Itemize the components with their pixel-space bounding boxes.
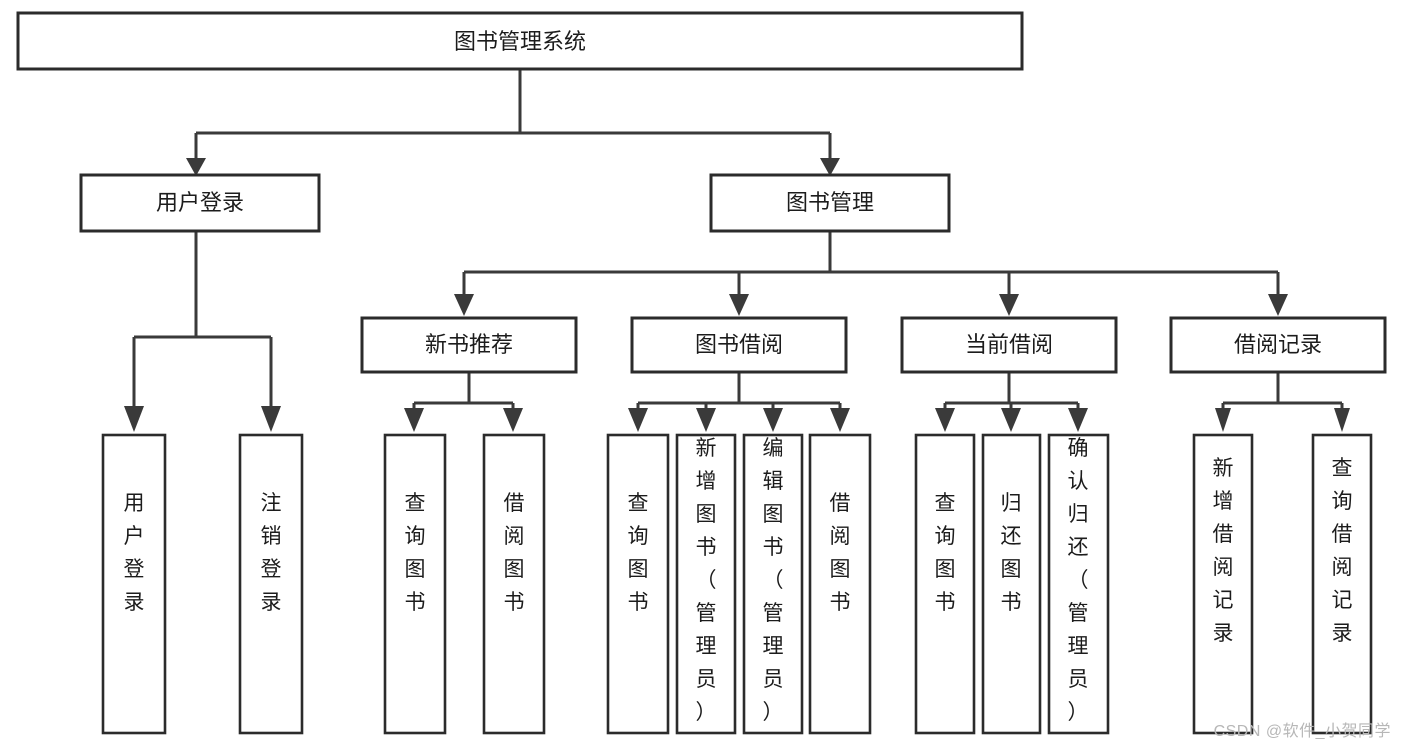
node-leaf-query-book-2[interactable]: 查询图书 [606,433,670,735]
arrowhead-leaf-query-book-3 [935,408,955,432]
node-borrow-record[interactable]: 借阅记录 [1169,316,1387,374]
node-leaf-query-book-1-label: 查询图书 [405,492,426,614]
node-user-login-label: 用户登录 [156,190,244,215]
node-root[interactable]: 图书管理系统 [16,11,1024,71]
node-leaf-query-book-3[interactable]: 查询图书 [914,433,976,735]
connector-group-borrow-record [1215,372,1350,432]
arrowhead-leaf-user-login [124,406,144,432]
node-book-management[interactable]: 图书管理 [709,173,951,233]
arrowhead-leaf-edit-book [763,408,783,432]
node-leaf-user-login[interactable]: 用户登录 [101,433,167,735]
node-leaf-query-book-1[interactable]: 查询图书 [383,433,447,735]
arrowhead-leaf-query-book-2 [628,408,648,432]
node-leaf-edit-book-label: 编辑图书（管理员） [763,437,784,724]
node-book-management-label: 图书管理 [786,190,874,215]
node-leaf-add-record-label: 新增借阅记录 [1213,457,1234,645]
node-leaf-query-book-3-label: 查询图书 [935,492,956,614]
node-leaf-borrow-book-2-label: 借阅图书 [830,492,851,614]
arrowhead-leaf-query-book-1 [404,408,424,432]
connector-group-new-book-recommend [404,372,523,432]
node-leaf-return-book-label: 归还图书 [1001,492,1022,614]
node-leaf-borrow-book-1[interactable]: 借阅图书 [482,433,546,735]
arrowhead-leaf-confirm-return [1068,408,1088,432]
connector-group-root [186,70,840,176]
node-leaf-add-book[interactable]: 新增图书（管理员） [675,433,737,735]
node-new-book-recommend-label: 新书推荐 [425,332,513,357]
node-leaf-confirm-return-label: 确认归还（管理员） [1068,437,1089,724]
arrowhead-leaf-borrow-book-1 [503,408,523,432]
arrowhead-book-borrow [729,294,749,316]
node-current-borrow-label: 当前借阅 [965,332,1053,357]
node-leaf-borrow-book-1-label: 借阅图书 [504,492,525,614]
arrowhead-current-borrow [999,294,1019,316]
arrowhead-leaf-query-record [1334,408,1350,432]
node-leaf-return-book[interactable]: 归还图书 [981,433,1042,735]
node-leaf-edit-book[interactable]: 编辑图书（管理员） [742,433,804,735]
node-leaf-borrow-book-2[interactable]: 借阅图书 [808,433,872,735]
connector-group-book-management [454,231,1288,316]
arrowhead-leaf-add-book [696,408,716,432]
connector-group-current-borrow [935,372,1088,432]
csdn-watermark: CSDN @软件_小贺同学 [1213,723,1391,740]
connector-group-user-login [124,231,281,432]
arrowhead-leaf-add-record [1215,408,1231,432]
connector-group-book-borrow [628,372,850,432]
node-leaf-add-record[interactable]: 新增借阅记录 [1192,433,1254,735]
node-book-borrow[interactable]: 图书借阅 [630,316,848,374]
node-leaf-query-record-label: 查询借阅记录 [1332,457,1353,645]
node-leaf-user-logout[interactable]: 注销登录 [238,433,304,735]
arrowhead-borrow-record [1268,294,1288,316]
arrowhead-leaf-user-logout [261,406,281,432]
node-current-borrow[interactable]: 当前借阅 [900,316,1118,374]
node-leaf-query-record[interactable]: 查询借阅记录 [1311,433,1373,735]
node-leaf-user-logout-label: 注销登录 [261,492,282,614]
node-leaf-confirm-return[interactable]: 确认归还（管理员） [1047,433,1110,735]
node-book-borrow-label: 图书借阅 [695,332,783,357]
arrowhead-leaf-borrow-book-2 [830,408,850,432]
node-borrow-record-label: 借阅记录 [1234,332,1322,357]
arrowhead-book-management [820,158,840,176]
node-new-book-recommend[interactable]: 新书推荐 [360,316,578,374]
node-root-label: 图书管理系统 [454,29,586,54]
node-user-login[interactable]: 用户登录 [79,173,321,233]
arrowhead-user-login [186,158,206,176]
node-leaf-user-login-label: 用户登录 [124,492,145,614]
node-leaf-query-book-2-label: 查询图书 [628,492,649,614]
node-leaf-add-book-label: 新增图书（管理员） [696,437,717,724]
arrowhead-leaf-return-book [1001,408,1021,432]
arrowhead-new-book-recommend [454,294,474,316]
